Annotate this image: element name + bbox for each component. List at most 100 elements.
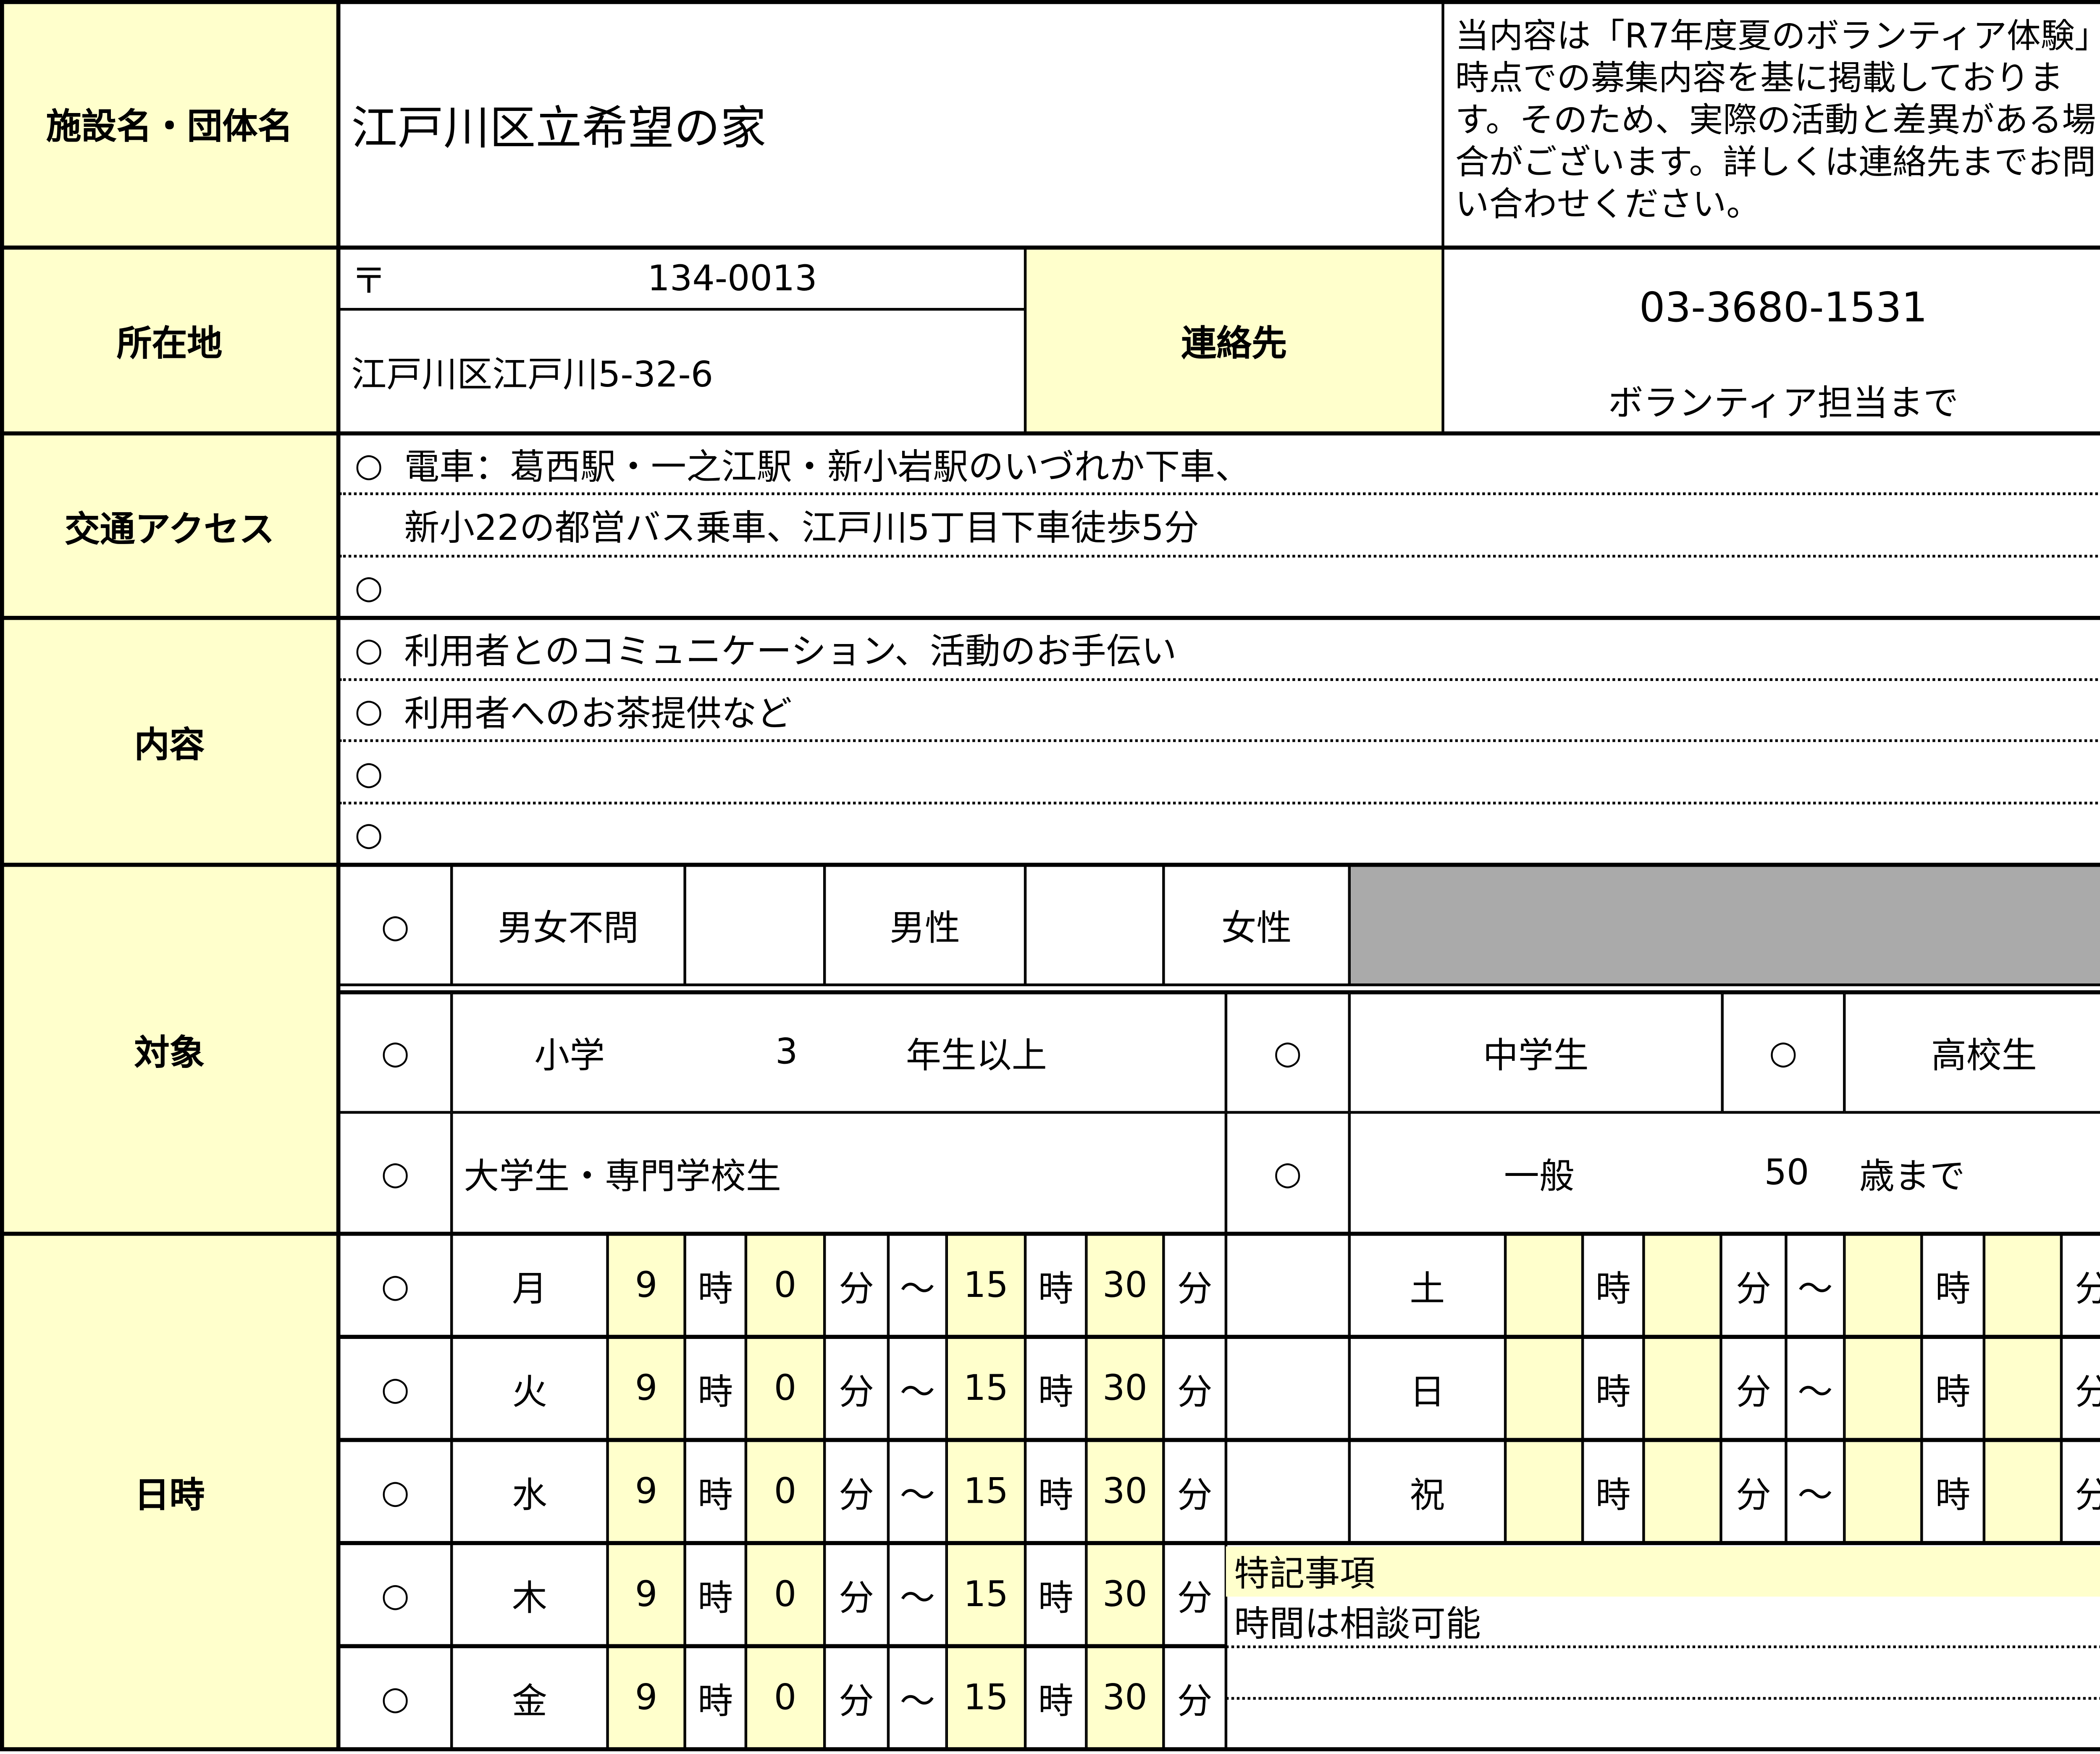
content-line <box>339 618 2100 681</box>
elementary-grade[interactable]: 3 <box>775 1032 798 1073</box>
start-minute[interactable] <box>1643 1234 1721 1338</box>
end-hour[interactable]: 15 <box>946 1337 1026 1441</box>
end-minute[interactable]: 30 <box>1086 1441 1164 1544</box>
day-label: 木 <box>452 1544 608 1647</box>
end-hour[interactable] <box>1844 1337 1922 1441</box>
content-text: 利用者とのコミュニケーション、活動のお手伝い <box>404 632 1177 673</box>
hour-unit: 時 <box>685 1544 746 1647</box>
access-label: 交通アクセス <box>0 434 339 619</box>
start-hour[interactable]: 9 <box>607 1544 685 1647</box>
end-hour[interactable]: 15 <box>946 1544 1026 1647</box>
minute-unit: 分 <box>1163 1646 1226 1750</box>
start-hour[interactable]: 9 <box>607 1441 685 1544</box>
facility-label: 施設名・団体名 <box>0 0 339 248</box>
content-bullet: ○ <box>354 815 383 854</box>
minute-unit: 分 <box>824 1544 888 1647</box>
divider <box>0 0 4 1750</box>
end-minute[interactable]: 30 <box>1086 1646 1164 1750</box>
start-hour[interactable] <box>1505 1234 1583 1338</box>
access-text: 新小22の都営バス乗車、江戸川5丁目下車徒歩5分 <box>404 509 1199 550</box>
day-mark[interactable]: ○ <box>339 1646 452 1750</box>
contact-label: 連絡先 <box>1025 248 1443 434</box>
elementary-mark[interactable]: ○ <box>339 993 452 1112</box>
general-suffix: 歳まで <box>1859 1156 1965 1197</box>
end-hour[interactable] <box>1844 1441 1922 1544</box>
end-minute[interactable]: 30 <box>1086 1337 1164 1441</box>
start-minute[interactable]: 0 <box>746 1441 825 1544</box>
day-label: 火 <box>452 1337 608 1441</box>
end-hour[interactable]: 15 <box>946 1234 1026 1338</box>
start-minute[interactable] <box>1643 1441 1721 1544</box>
day-mark[interactable]: ○ <box>339 1441 452 1544</box>
end-hour[interactable]: 15 <box>946 1646 1026 1750</box>
minute-unit: 分 <box>2061 1441 2100 1544</box>
remarks-line[interactable]: 時間は相談可能 <box>1226 1596 2100 1649</box>
location-label: 所在地 <box>0 248 339 434</box>
hour-unit: 時 <box>1922 1441 1984 1544</box>
university-label: 大学生・専門学校生 <box>452 1112 1226 1235</box>
disabled-area <box>1349 865 2100 986</box>
hour-unit: 時 <box>685 1337 746 1441</box>
divider <box>0 1231 2100 1236</box>
start-hour[interactable]: 9 <box>607 1646 685 1750</box>
remarks-line[interactable] <box>1226 1648 2100 1700</box>
end-hour[interactable] <box>1844 1234 1922 1338</box>
access-bullet <box>347 496 391 557</box>
day-mark[interactable]: ○ <box>339 1234 452 1338</box>
start-minute[interactable]: 0 <box>746 1544 825 1647</box>
gender-male-mark[interactable] <box>685 865 825 986</box>
tilde: ～ <box>1786 1337 1845 1441</box>
minute-unit: 分 <box>1163 1337 1226 1441</box>
end-minute[interactable]: 30 <box>1086 1234 1164 1338</box>
day-mark[interactable]: ○ <box>339 1337 452 1441</box>
general-age[interactable]: 50 <box>1764 1153 1809 1194</box>
start-hour[interactable] <box>1505 1441 1583 1544</box>
tilde: ～ <box>888 1441 947 1544</box>
junior-high-mark[interactable]: ○ <box>1226 993 1349 1112</box>
tilde: ～ <box>888 1234 947 1338</box>
access-bullet: ○ <box>354 446 383 484</box>
general-mark[interactable]: ○ <box>1226 1112 1349 1235</box>
end-minute[interactable] <box>1984 1441 2061 1544</box>
contact-person: ボランティア担当まで <box>1608 383 1959 424</box>
end-hour[interactable]: 15 <box>946 1441 1026 1544</box>
day-mark[interactable] <box>1226 1441 1349 1544</box>
day-mark[interactable] <box>1226 1234 1349 1338</box>
day-label: 祝 <box>1349 1441 1506 1544</box>
day-label: 土 <box>1349 1234 1506 1338</box>
end-minute[interactable]: 30 <box>1086 1544 1164 1647</box>
start-minute[interactable] <box>1643 1337 1721 1441</box>
hour-unit: 時 <box>1583 1441 1644 1544</box>
start-minute[interactable]: 0 <box>746 1234 825 1338</box>
end-minute[interactable] <box>1984 1337 2061 1441</box>
hour-unit: 時 <box>1583 1337 1644 1441</box>
gender-any-mark[interactable]: ○ <box>339 865 452 986</box>
high-school-mark[interactable]: ○ <box>1722 993 1845 1112</box>
day-mark[interactable] <box>1226 1337 1349 1441</box>
postal-code: 134-0013 <box>647 258 817 299</box>
hour-unit: 時 <box>1025 1234 1087 1338</box>
hour-unit: 時 <box>685 1234 746 1338</box>
start-hour[interactable] <box>1505 1337 1583 1441</box>
facility-name: 江戸川区立希望の家 <box>339 0 1443 248</box>
day-label: 水 <box>452 1441 608 1544</box>
divider <box>339 1541 2100 1545</box>
day-mark[interactable]: ○ <box>339 1544 452 1647</box>
start-minute[interactable]: 0 <box>746 1337 825 1441</box>
content-bullet: ○ <box>354 630 383 669</box>
minute-unit: 分 <box>824 1441 888 1544</box>
high-school-label: 高校生 <box>1844 993 2100 1112</box>
university-mark[interactable]: ○ <box>339 1112 452 1235</box>
start-hour[interactable]: 9 <box>607 1337 685 1441</box>
hour-unit: 時 <box>1583 1234 1644 1338</box>
content-label: 内容 <box>0 618 339 866</box>
start-minute[interactable]: 0 <box>746 1646 825 1750</box>
gender-male-label: 男性 <box>824 865 1026 986</box>
gender-female-mark[interactable] <box>1025 865 1164 986</box>
divider <box>339 1644 1226 1649</box>
start-hour[interactable]: 9 <box>607 1234 685 1338</box>
hour-unit: 時 <box>1025 1544 1087 1647</box>
end-minute[interactable] <box>1984 1234 2061 1338</box>
tilde: ～ <box>888 1544 947 1647</box>
